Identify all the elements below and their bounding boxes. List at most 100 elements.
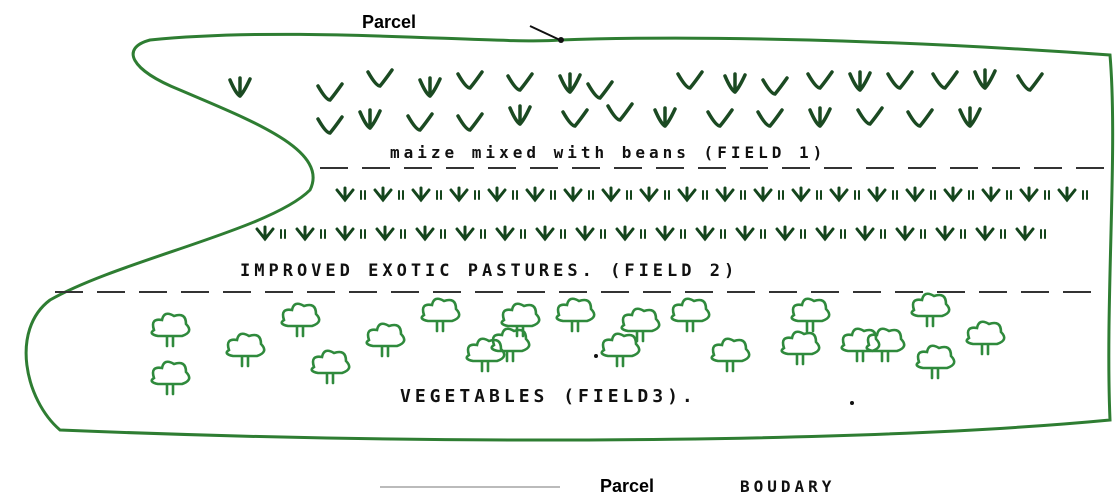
pasture-tick-icon [680,229,686,239]
pasture-tuft-icon [895,225,915,242]
pasture-tuft-icon [695,225,715,242]
pasture-tick-icon [640,229,646,239]
pasture-tuft-icon [411,186,431,203]
parcel-callout-label: Parcel [362,12,416,32]
pasture-tick-icon [360,229,366,239]
field-2-plants [255,186,1088,242]
pasture-tuft-icon [981,186,1001,203]
pasture-tick-icon [474,190,480,200]
pasture-tuft-icon [449,186,469,203]
pasture-tuft-icon [829,186,849,203]
vegetable-head-icon [670,297,711,333]
pasture-tick-icon [892,190,898,200]
maize-sprout-icon [358,108,382,130]
pasture-tick-icon [1044,190,1050,200]
vegetable-head-icon [365,322,406,358]
pasture-tick-icon [960,229,966,239]
pasture-tick-icon [740,190,746,200]
maize-sprout-icon [973,68,997,90]
pasture-tick-icon [930,190,936,200]
maize-sprout-icon [886,70,914,90]
pasture-tick-icon [560,229,566,239]
maize-sprout-icon [316,115,344,135]
ink-dot [594,354,598,358]
maize-sprout-icon [606,102,634,122]
pasture-tuft-icon [525,186,545,203]
pasture-tick-icon [702,190,708,200]
pasture-tuft-icon [615,225,635,242]
field-2-label: IMPROVED EXOTIC PASTURES. (FIELD 2) [240,261,738,281]
pasture-tuft-icon [455,225,475,242]
pasture-tick-icon [760,229,766,239]
maize-sprout-icon [756,108,784,128]
pasture-tuft-icon [753,186,773,203]
pasture-tuft-icon [535,225,555,242]
maize-sprout-icon [931,70,959,90]
pasture-tuft-icon [975,225,995,242]
pasture-tick-icon [280,229,286,239]
maize-sprout-icon [653,106,677,128]
pasture-tick-icon [550,190,556,200]
maize-sprout-icon [508,104,532,126]
vegetable-head-icon [865,327,906,363]
pasture-tick-icon [520,229,526,239]
pasture-tuft-icon [1057,186,1077,203]
field-3-plants [150,292,1006,405]
maize-sprout-icon [316,82,344,102]
vegetable-head-icon [710,337,751,373]
maize-sprout-icon [406,112,434,132]
vegetable-head-icon [600,332,641,368]
pasture-tuft-icon [1019,186,1039,203]
vegetable-head-icon [465,337,506,373]
vegetable-head-icon [225,332,266,368]
vegetable-head-icon [790,297,831,333]
pasture-tuft-icon [335,186,355,203]
pasture-tick-icon [398,190,404,200]
maize-sprout-icon [958,106,982,128]
pasture-tick-icon [1006,190,1012,200]
pasture-tick-icon [400,229,406,239]
pasture-tick-icon [440,229,446,239]
maize-sprout-icon [561,108,589,128]
pasture-tuft-icon [255,225,275,242]
pasture-tick-icon [880,229,886,239]
callout-arrow-shaft [529,25,561,41]
pasture-tick-icon [854,190,860,200]
pasture-tuft-icon [935,225,955,242]
maize-sprout-icon [506,72,534,92]
pasture-tuft-icon [495,225,515,242]
field-1-plants [228,68,1044,135]
pasture-tuft-icon [855,225,875,242]
pasture-tuft-icon [943,186,963,203]
vegetable-head-icon [490,327,531,363]
pasture-tick-icon [480,229,486,239]
vegetable-head-icon [910,292,951,328]
pasture-tick-icon [600,229,606,239]
maize-sprout-icon [761,76,789,96]
pasture-tick-icon [968,190,974,200]
pasture-tuft-icon [905,186,925,203]
pasture-tick-icon [512,190,518,200]
pasture-tuft-icon [601,186,621,203]
vegetable-head-icon [150,312,191,348]
maize-sprout-icon [418,76,442,98]
vegetable-head-icon [620,307,661,343]
maize-sprout-icon [456,70,484,90]
vegetable-head-icon [915,344,956,380]
maize-sprout-icon [558,72,582,94]
pasture-tick-icon [720,229,726,239]
maize-sprout-icon [856,106,884,126]
pasture-tick-icon [816,190,822,200]
vegetable-head-icon [280,302,321,338]
maize-sprout-icon [456,112,484,132]
pasture-tick-icon [1040,229,1046,239]
maize-sprout-icon [723,72,747,94]
pasture-tuft-icon [563,186,583,203]
pasture-tuft-icon [295,225,315,242]
vegetable-head-icon [555,297,596,333]
vegetable-head-icon [780,330,821,366]
pasture-tuft-icon [575,225,595,242]
maize-sprout-icon [706,108,734,128]
pasture-tuft-icon [415,225,435,242]
